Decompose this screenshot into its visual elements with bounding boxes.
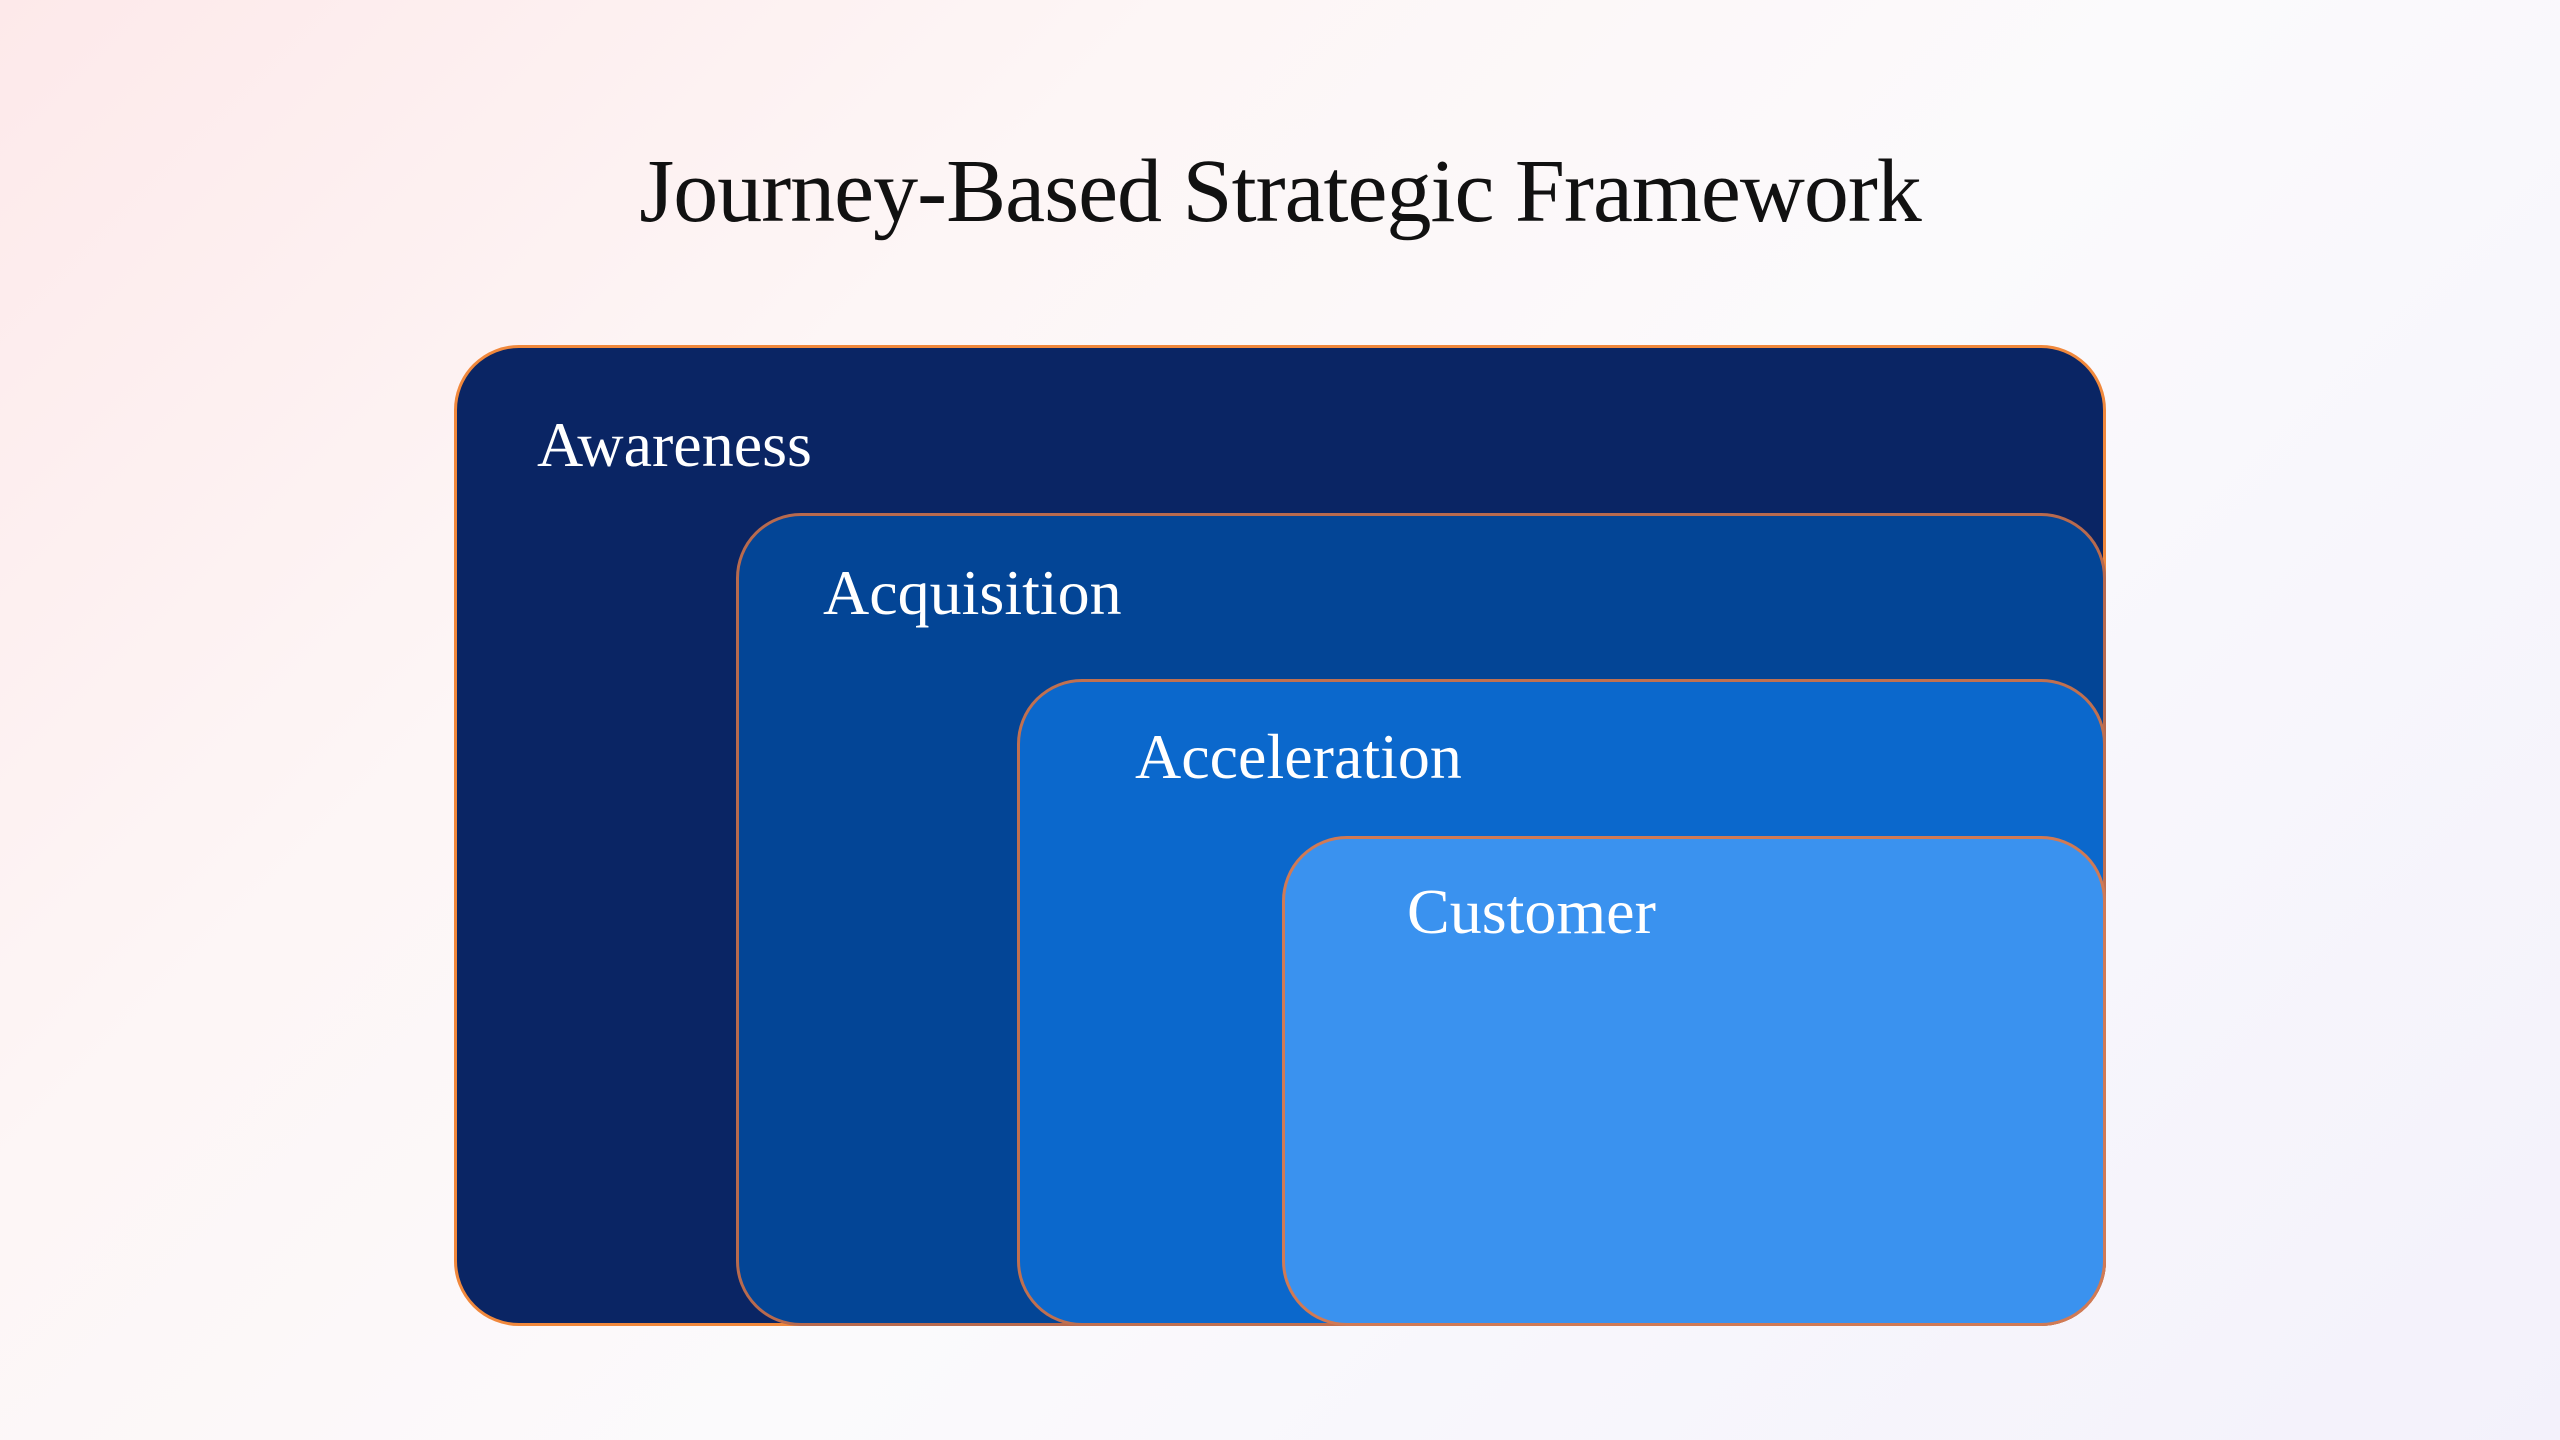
stage-label: Acceleration [1135, 721, 1462, 792]
stage-label: Acquisition [823, 557, 1122, 628]
stage-label: Customer [1407, 876, 1656, 947]
diagram-title: Journey-Based Strategic Framework [639, 142, 1922, 241]
stage-label: Awareness [537, 409, 812, 480]
stage-customer: Customer [1282, 836, 2106, 1326]
